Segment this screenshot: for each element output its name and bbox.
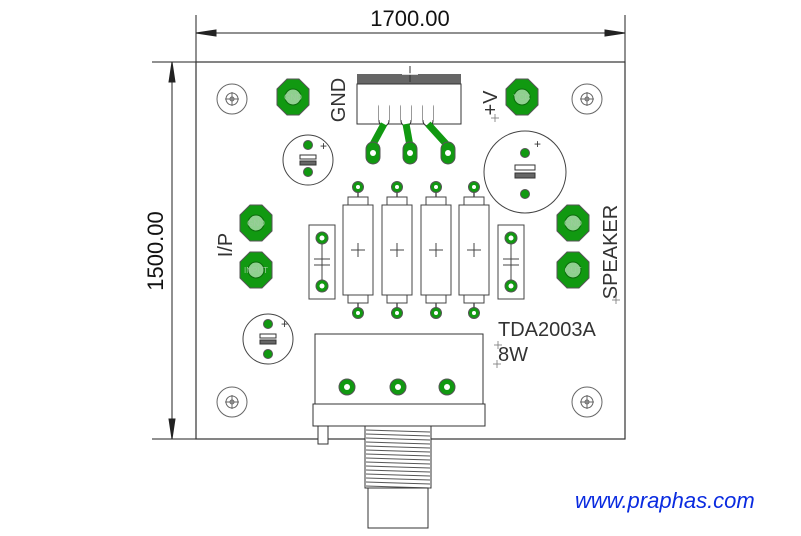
watermark: www.praphas.com [575,488,755,513]
ic-tda2003a [356,66,462,165]
mounting-holes [216,83,603,418]
label-input: I/P [215,233,237,257]
svg-text:GND: GND [564,219,582,228]
svg-text:VCC: VCC [514,93,531,102]
pad-gnd: GND [276,78,310,116]
pad-input-gnd: GND [239,204,273,242]
label-speaker: SPEAKER [600,205,622,299]
mounting-hole [571,386,603,418]
label-vplus: +V [480,90,502,116]
svg-text:+: + [281,317,288,331]
svg-text:OUT: OUT [565,266,582,275]
potentiometer [312,333,486,529]
capacitor-ceramic-left [308,224,336,300]
resistor [381,181,413,319]
pot-pin [438,378,456,396]
mounting-hole [216,83,248,115]
terminal-pads: GND VCC GND INPUT GND OUT [239,78,590,289]
resistor [420,181,452,319]
svg-text:+: + [534,137,541,151]
label-power: 8W [498,344,528,366]
capacitor-large: + [483,130,567,214]
capacitor-ceramic-right [497,224,525,300]
pad-speaker-gnd: GND [556,204,590,242]
svg-text:GND: GND [247,219,265,228]
capacitor-small-top: + [282,134,334,186]
pot-pin [338,378,356,396]
svg-text:+: + [320,139,327,153]
svg-text:INPUT: INPUT [244,266,268,275]
mounting-hole [571,83,603,115]
label-gnd: GND [328,78,350,122]
height-dimension [152,61,196,440]
height-label: 1500.00 [143,211,168,291]
resistor [342,181,374,319]
resistor [458,181,490,319]
svg-text:GND: GND [284,93,302,102]
label-chip: TDA2003A [498,319,596,341]
width-label: 1700.00 [370,6,450,31]
crosshair-marks [491,114,620,368]
pot-pin [389,378,407,396]
pad-vcc: VCC [505,78,539,116]
capacitor-small-bottom: + [242,313,294,365]
resistors [342,181,490,319]
pad-speaker-out: OUT [556,251,590,289]
mounting-hole [216,386,248,418]
pad-input-signal: INPUT [239,251,273,289]
width-dimension [195,15,626,62]
